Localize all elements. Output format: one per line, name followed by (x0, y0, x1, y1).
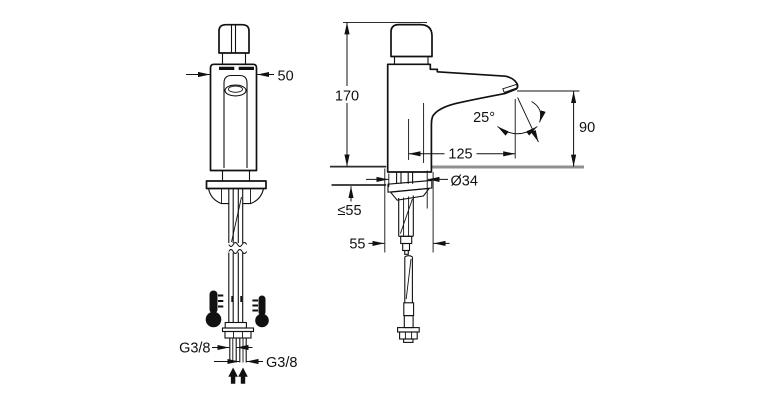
dim-total-height-label: 170 (335, 89, 359, 105)
dim-outlet-height: 90 (570, 91, 595, 167)
dim-thread-left: G3/8 (179, 341, 253, 357)
supply-pipe-tails-front (229, 338, 247, 363)
supply-pipes-front (224, 188, 248, 329)
dim-outlet-height-label: 90 (579, 120, 595, 136)
dim-total-height: 170 (332, 22, 362, 167)
faucet-side-view: 170 25° 90 125 Ø34 ≤55 (330, 21, 595, 343)
dim-body-depth: 55 (349, 237, 450, 253)
dim-base-diameter: Ø34 (366, 174, 478, 190)
spray-angle-annotation: 25° (473, 97, 546, 143)
dim-max-deck-thickness: ≤55 (337, 186, 362, 219)
flow-direction-up-arrows (228, 367, 248, 384)
dim-spout-reach: 125 (408, 145, 516, 162)
handle-knob-front (218, 23, 250, 65)
dim-thread-right: G3/8 (214, 355, 297, 371)
dim-body-depth-label: 55 (349, 237, 365, 253)
faucet-front-view: 50 (179, 23, 297, 384)
handle-knob-side (390, 23, 433, 65)
threaded-pipe-side (397, 255, 420, 343)
dim-front-width: 50 (186, 69, 294, 85)
dim-spout-reach-label: 125 (448, 146, 472, 162)
thread-left-label: G3/8 (179, 341, 210, 357)
extension-lines (343, 21, 580, 253)
spray-angle-label: 25° (473, 110, 495, 126)
mounting-nut-front (221, 327, 255, 339)
faucet-base-side (387, 172, 433, 255)
faucet-base-front (205, 170, 267, 205)
thermometer-cold-icon (252, 295, 269, 328)
thermometer-hot-icon (205, 290, 224, 328)
dim-front-width-label: 50 (278, 69, 294, 85)
faucet-body-front (209, 63, 258, 172)
thread-right-label: G3/8 (266, 355, 297, 371)
dim-max-deck-label: ≤55 (337, 203, 361, 219)
dim-base-diameter-label: Ø34 (451, 174, 478, 190)
